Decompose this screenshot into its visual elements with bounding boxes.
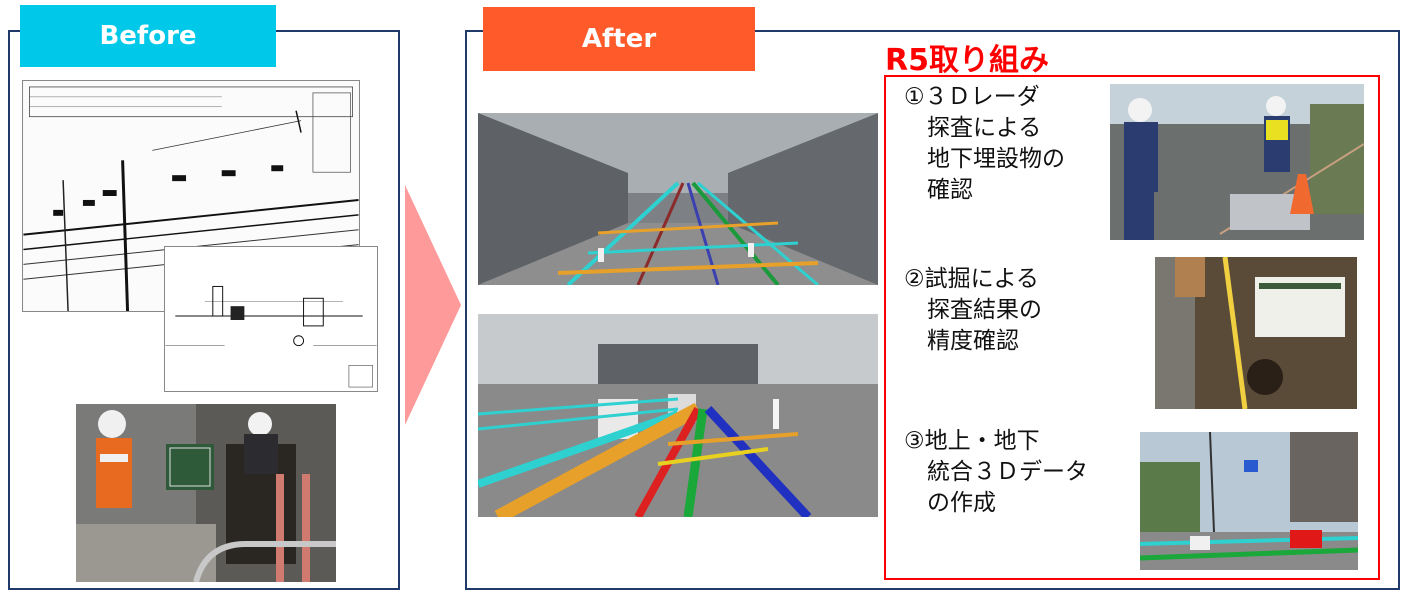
cad-drawing-small	[164, 246, 378, 392]
before-tab: Before	[20, 5, 276, 67]
integrated-3d-data-photo-graphic	[1140, 432, 1358, 570]
excavation-photo	[76, 404, 336, 582]
3d-pointcloud-pipes-view-1-graphic	[478, 113, 878, 285]
r5-title: R5取り組み	[885, 43, 1049, 78]
r5-box	[884, 75, 1380, 580]
3d-pointcloud-pipes-view-1	[478, 113, 878, 285]
r5-item-1-text: ①３Ｄレーダ 探査による 地下埋設物の 確認	[904, 84, 1065, 203]
after-tab-label: After	[581, 24, 657, 54]
r5-item-2-text: ②試掘による 探査結果の 精度確認	[904, 266, 1042, 354]
3d-pipes-model-view-2	[478, 314, 878, 517]
after-tab: After	[483, 7, 755, 71]
r5-item-3-text: ③地上・地下 統合３Ｄデータ の作成	[904, 428, 1088, 516]
cad-drawing-small-graphic	[165, 247, 377, 391]
integrated-3d-data-photo	[1140, 432, 1358, 570]
test-excavation-photo	[1155, 257, 1357, 409]
test-excavation-photo-graphic	[1155, 257, 1357, 409]
radar-survey-photo	[1110, 84, 1364, 240]
excavation-photo-graphic	[76, 404, 336, 582]
3d-pipes-model-view-2-graphic	[478, 314, 878, 517]
before-to-after-arrow	[405, 185, 461, 425]
radar-survey-photo-graphic	[1110, 84, 1364, 240]
before-tab-label: Before	[99, 21, 197, 51]
